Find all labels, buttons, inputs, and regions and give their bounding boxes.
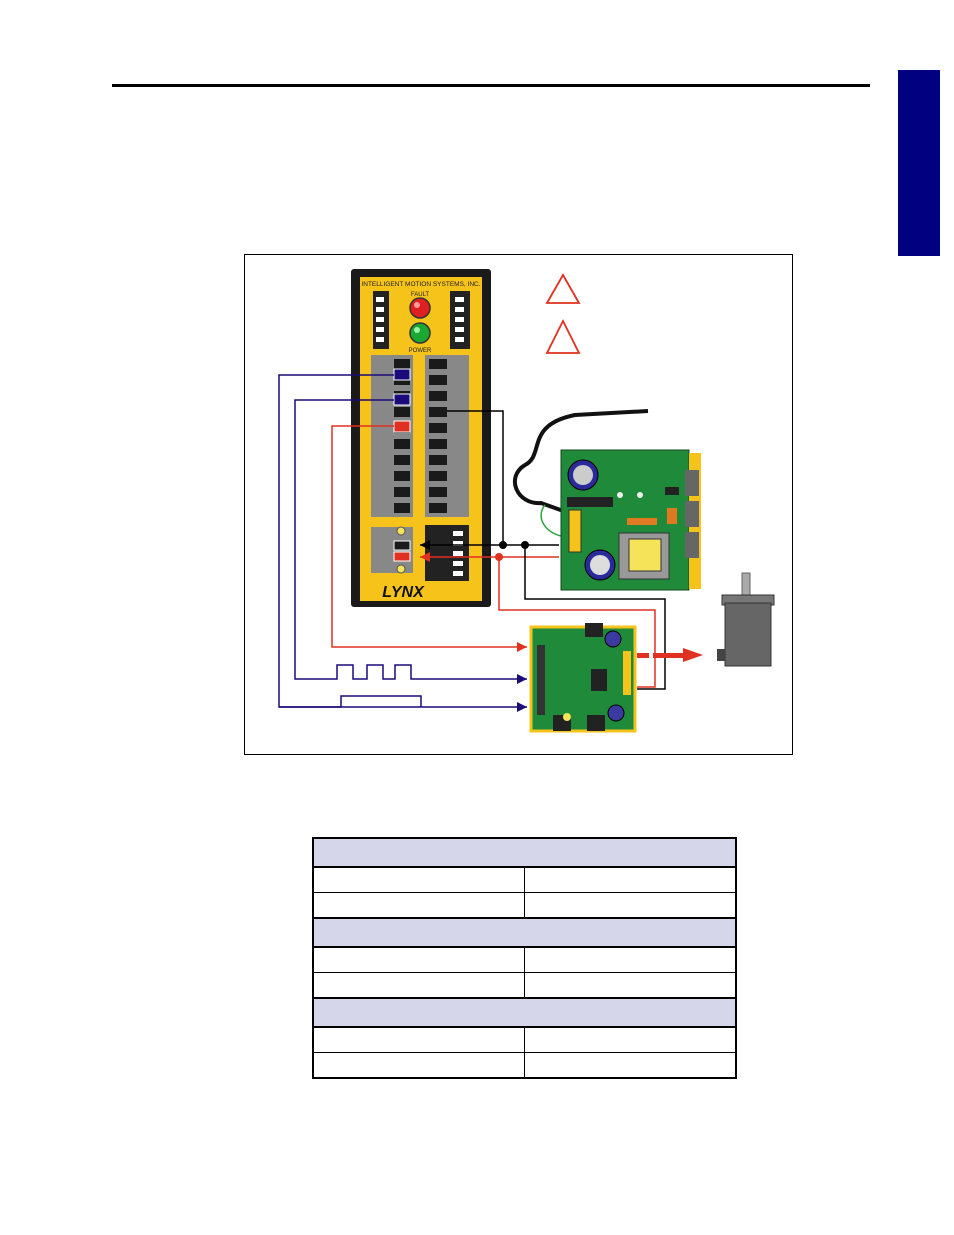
table-cell (524, 1052, 737, 1079)
caution-triangle-icon (545, 318, 581, 354)
table-header-cell (312, 917, 737, 948)
table-section-header-3 (312, 997, 737, 1028)
lynx-logo: LYNX (382, 584, 425, 601)
power-label: POWER (409, 348, 432, 354)
table-cell (524, 972, 737, 999)
caution-triangle-icon (545, 273, 581, 304)
table-cell (524, 866, 737, 893)
table-row (312, 1052, 737, 1079)
table-row (312, 972, 737, 999)
specifications-table (312, 837, 737, 1079)
table-cell (312, 946, 525, 973)
stepper-motor (717, 572, 775, 667)
table-row (312, 1026, 737, 1053)
table-cell (312, 1026, 525, 1053)
terminal-red (393, 420, 411, 433)
table-cell (524, 946, 737, 973)
table-section-header-2 (312, 917, 737, 948)
table-header-cell (312, 997, 737, 1028)
section-side-tab (898, 70, 940, 256)
header-rule (112, 84, 870, 87)
fault-label: FAULT (411, 292, 430, 298)
table-cell (312, 972, 525, 999)
table-cell (312, 866, 525, 893)
lynx-manufacturer-text: INTELLIGENT MOTION SYSTEMS, INC. (361, 281, 480, 288)
table-row (312, 892, 737, 919)
table-cell (524, 1026, 737, 1053)
table-section-header-1 (312, 837, 737, 868)
power-led (409, 322, 431, 344)
lynx-module (351, 269, 491, 607)
power-supply-board (560, 449, 701, 591)
table-header-cell (312, 837, 737, 868)
table-cell (312, 892, 525, 919)
wiring-diagram-figure: INTELLIGENT MOTION SYSTEMS, INC. FAULT P… (244, 254, 793, 755)
terminal-blue-1 (393, 368, 411, 381)
fault-led (409, 297, 431, 319)
driver-board (529, 623, 637, 733)
table-cell (312, 1052, 525, 1079)
table-cell (524, 892, 737, 919)
terminal-blue-2 (393, 393, 411, 406)
table-row (312, 946, 737, 973)
table-row (312, 866, 737, 893)
